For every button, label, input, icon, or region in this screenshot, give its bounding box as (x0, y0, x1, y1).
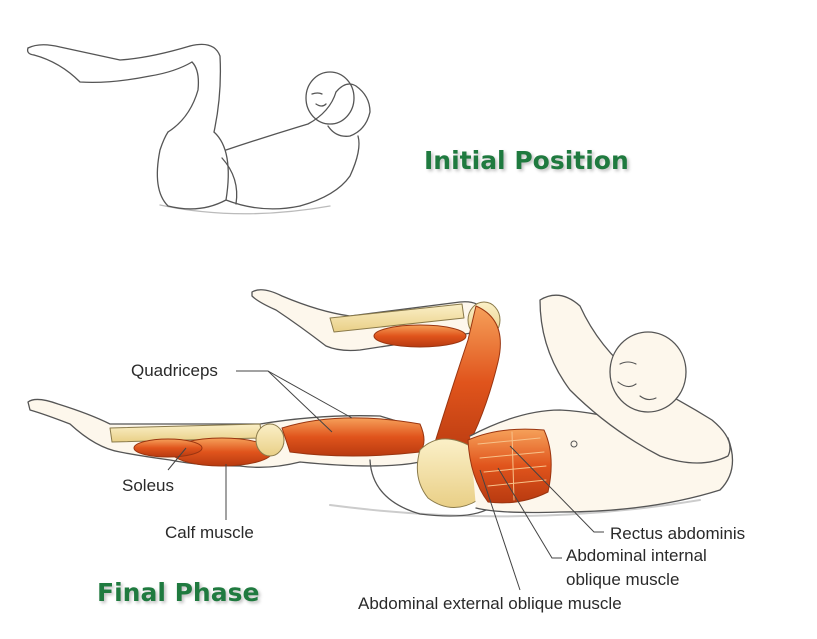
leader-lines (167, 370, 604, 591)
quadriceps-label: Quadriceps (131, 361, 218, 380)
rectus-abdominis-label: Rectus abdominis (610, 524, 746, 543)
calf-muscle-label: Calf muscle (165, 523, 254, 542)
final-phase-figure (27, 289, 734, 518)
abdominal-external-label: Abdominal external oblique muscle (358, 594, 622, 613)
abdominal-internal-label-line2: oblique muscle (566, 570, 680, 589)
initial-position-heading: Initial Position (424, 146, 629, 175)
initial-position-figure (26, 43, 371, 215)
abdominal-internal-label-line1: Abdominal internal (566, 546, 707, 565)
final-phase-heading: Final Phase (97, 578, 260, 607)
soleus-label: Soleus (122, 476, 174, 495)
